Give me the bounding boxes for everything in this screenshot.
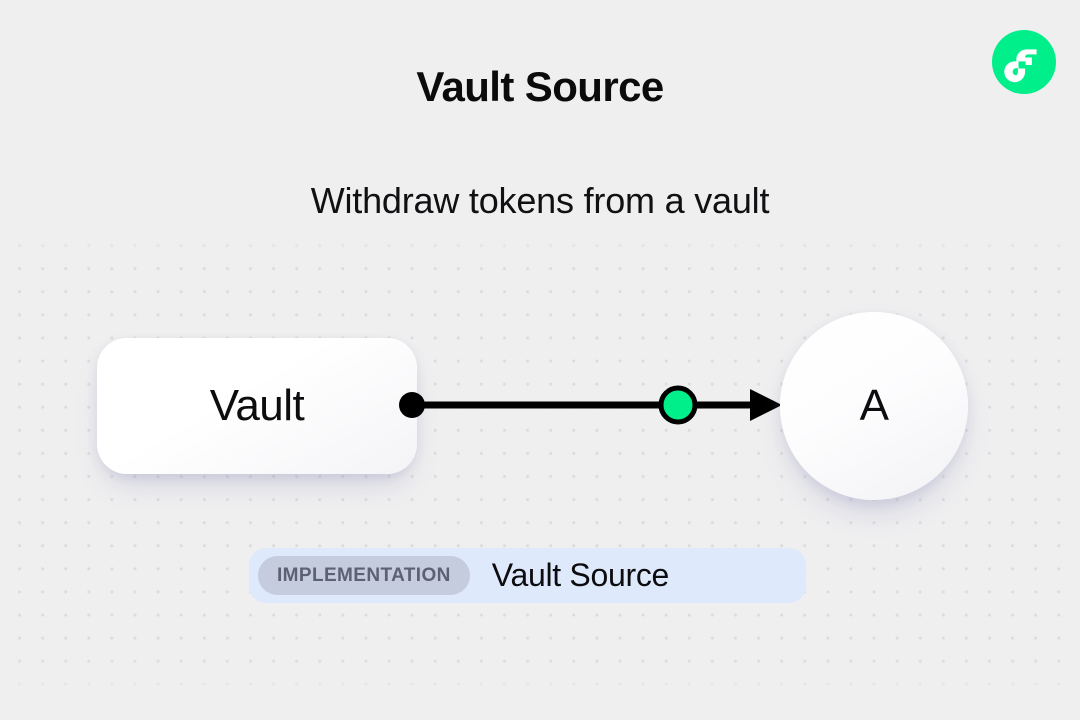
- edge-source-port: [399, 392, 425, 418]
- node-a[interactable]: A: [780, 312, 968, 500]
- page-title: Vault Source: [416, 63, 664, 110]
- edge-midpoint-node: [658, 385, 698, 425]
- implementation-bar: IMPLEMENTATION Vault Source: [249, 548, 806, 603]
- node-vault-label: Vault: [209, 381, 305, 430]
- node-a-label: A: [859, 381, 889, 430]
- edge-vault-to-a[interactable]: [390, 375, 800, 435]
- node-vault[interactable]: Vault: [97, 338, 417, 474]
- flow-logo-icon: [992, 30, 1056, 94]
- page-subtitle: Withdraw tokens from a vault: [310, 180, 770, 221]
- implementation-name: Vault Source: [491, 557, 670, 593]
- implementation-badge: IMPLEMENTATION: [258, 556, 470, 595]
